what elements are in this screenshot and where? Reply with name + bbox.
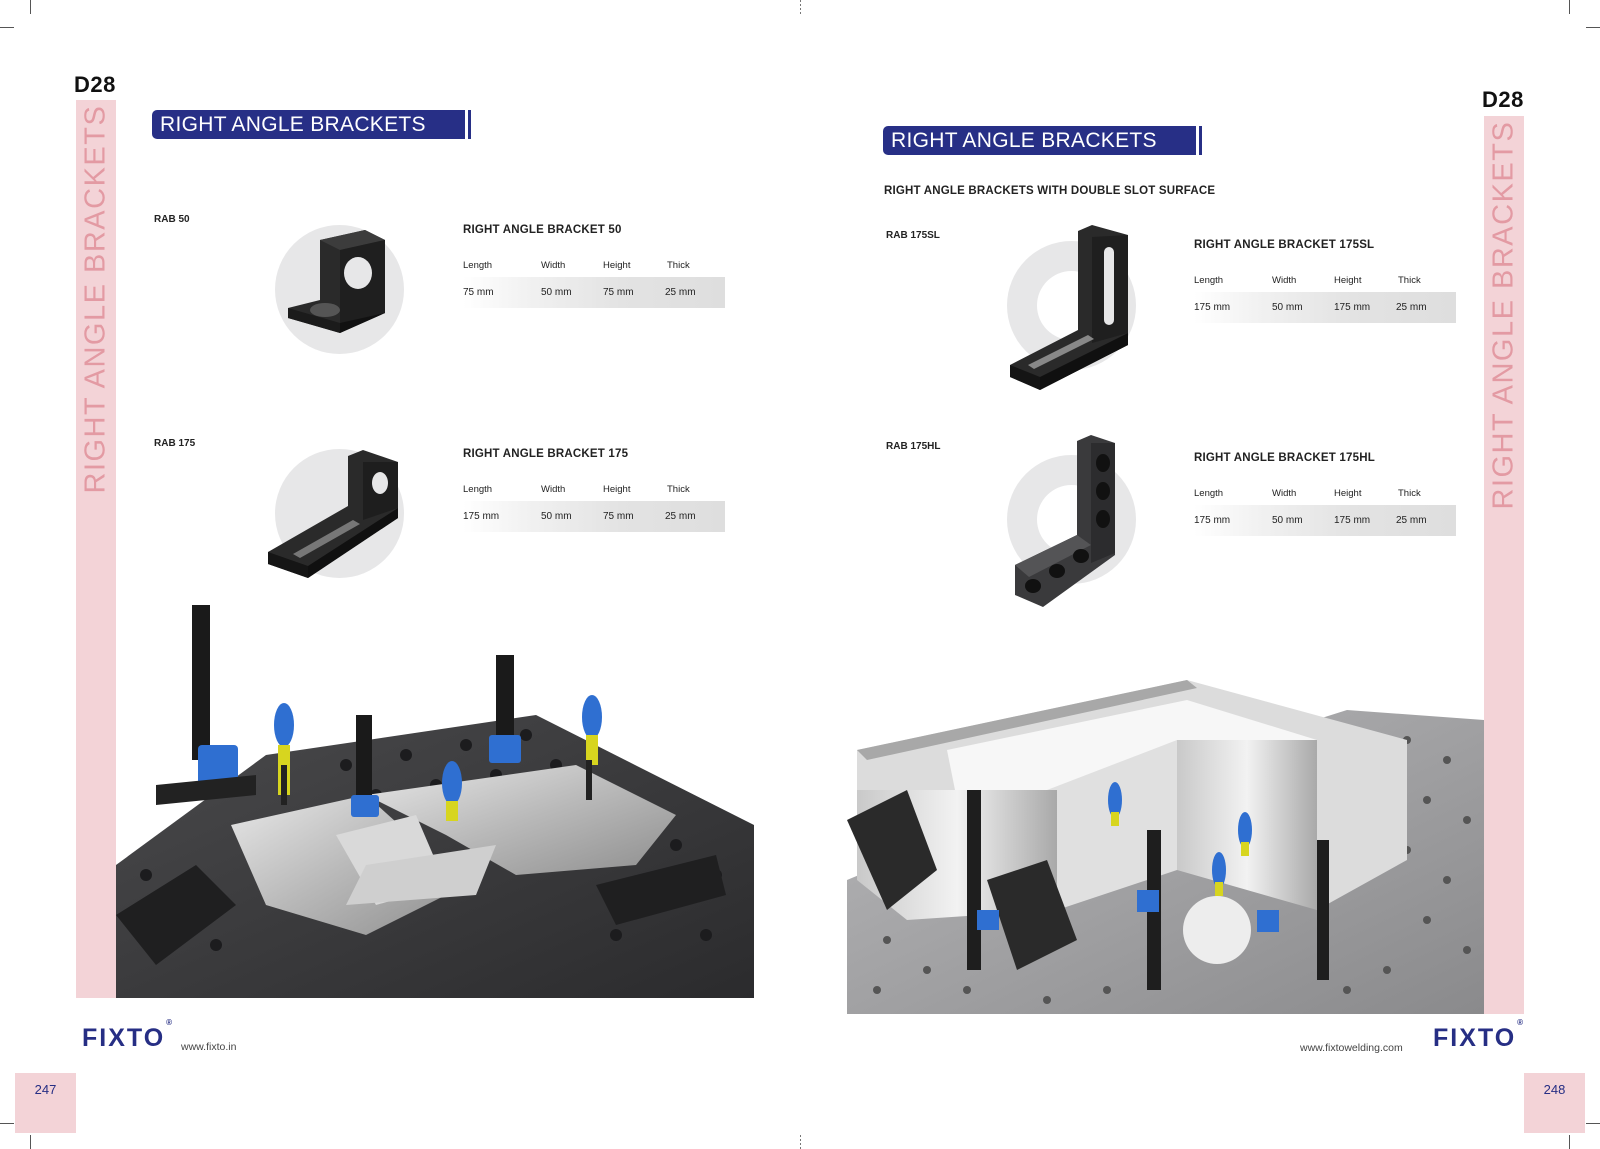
spec-value: 175 mm xyxy=(1194,515,1231,526)
welding-fixture-scene-image xyxy=(847,680,1484,1014)
crop-mark xyxy=(0,1123,14,1124)
spec-value: 50 mm xyxy=(1272,302,1303,313)
spec-title: RIGHT ANGLE BRACKET 175SL xyxy=(1194,239,1375,251)
spec-header: Width xyxy=(1272,275,1297,286)
spec-block: RIGHT ANGLE BRACKET 175 Length Width Hei… xyxy=(463,448,725,538)
fixto-logo: FIXTO® xyxy=(1433,1018,1523,1053)
crop-mark xyxy=(30,1135,31,1149)
spec-header: Thick xyxy=(667,260,690,271)
logo-text: FIXTO xyxy=(82,1024,166,1052)
side-label: RIGHT ANGLE BRACKETS xyxy=(79,104,112,494)
rab175sl-product-image xyxy=(1010,225,1128,390)
spec-block: RIGHT ANGLE BRACKET 50 Length Width Heig… xyxy=(463,224,725,314)
rab175-product-image xyxy=(268,450,398,578)
crop-mark xyxy=(1569,1135,1570,1149)
spec-header: Height xyxy=(1334,275,1362,286)
spec-value: 175 mm xyxy=(1334,302,1371,313)
crop-mark xyxy=(1586,1123,1600,1124)
spec-header: Length xyxy=(1194,275,1224,286)
website-url: www.fixtowelding.com xyxy=(1300,1042,1403,1054)
rab175hl-product-image xyxy=(1015,435,1115,607)
spec-header: Height xyxy=(1334,488,1362,499)
page-code: D28 xyxy=(74,72,116,97)
crop-mark xyxy=(0,27,14,28)
spec-header-row: Length Width Height Thick xyxy=(463,484,725,498)
spec-title: RIGHT ANGLE BRACKET 175HL xyxy=(1194,452,1375,464)
spec-value: 75 mm xyxy=(603,511,634,522)
heading-bar xyxy=(462,110,465,139)
spec-value-row: 175 mm 50 mm 175 mm 25 mm xyxy=(1194,292,1456,323)
product-code: RAB 175 xyxy=(154,438,196,449)
spec-header: Length xyxy=(1194,488,1224,499)
spec-value: 50 mm xyxy=(1272,515,1303,526)
spec-value: 25 mm xyxy=(665,511,696,522)
fixto-logo: FIXTO® xyxy=(82,1018,172,1053)
spec-value: 50 mm xyxy=(541,511,572,522)
section-subtitle: RIGHT ANGLE BRACKETS WITH DOUBLE SLOT SU… xyxy=(884,185,1216,197)
crop-mark xyxy=(800,0,801,14)
rab50-product-image xyxy=(288,230,385,333)
spec-header: Length xyxy=(463,260,493,271)
spec-header: Width xyxy=(541,260,566,271)
logo-text: FIXTO xyxy=(1433,1024,1517,1052)
spec-title: RIGHT ANGLE BRACKET 175 xyxy=(463,448,629,460)
spec-value-row: 175 mm 50 mm 175 mm 25 mm xyxy=(1194,505,1456,536)
registered-mark: ® xyxy=(166,1017,173,1027)
crop-mark xyxy=(1586,27,1600,28)
heading-bar xyxy=(468,110,471,139)
spec-value-row: 75 mm 50 mm 75 mm 25 mm xyxy=(463,277,725,308)
spec-header: Height xyxy=(603,260,631,271)
spec-value: 25 mm xyxy=(1396,515,1427,526)
crop-mark xyxy=(30,0,31,14)
spec-block: RIGHT ANGLE BRACKET 175SL Length Width H… xyxy=(1194,239,1456,329)
spec-header-row: Length Width Height Thick xyxy=(463,260,725,274)
page-number: 248 xyxy=(1524,1073,1585,1133)
spec-value: 50 mm xyxy=(541,287,572,298)
product-code: RAB 175SL xyxy=(886,230,940,241)
spec-header: Thick xyxy=(1398,488,1421,499)
spec-value: 175 mm xyxy=(463,511,500,522)
section-heading-text: RIGHT ANGLE BRACKETS xyxy=(891,129,1157,152)
page-number: 247 xyxy=(15,1073,76,1133)
heading-bar xyxy=(1199,126,1202,155)
website-url: www.fixto.in xyxy=(181,1041,237,1053)
registered-mark: ® xyxy=(1517,1017,1524,1027)
spec-block: RIGHT ANGLE BRACKET 175HL Length Width H… xyxy=(1194,452,1456,542)
spec-value: 175 mm xyxy=(1194,302,1231,313)
section-heading: RIGHT ANGLE BRACKETS xyxy=(152,110,471,139)
spec-value-row: 175 mm 50 mm 75 mm 25 mm xyxy=(463,501,725,532)
spec-value: 25 mm xyxy=(1396,302,1427,313)
spec-value: 75 mm xyxy=(603,287,634,298)
side-label: RIGHT ANGLE BRACKETS xyxy=(1487,120,1520,510)
spec-header: Thick xyxy=(1398,275,1421,286)
crop-mark xyxy=(1569,0,1570,14)
spec-header: Width xyxy=(1272,488,1297,499)
spec-title: RIGHT ANGLE BRACKET 50 xyxy=(463,224,622,236)
spec-header: Width xyxy=(541,484,566,495)
product-code: RAB 50 xyxy=(154,214,190,225)
spec-header-row: Length Width Height Thick xyxy=(1194,275,1456,289)
spec-value: 75 mm xyxy=(463,287,494,298)
spec-header: Thick xyxy=(667,484,690,495)
crop-mark xyxy=(800,1135,801,1149)
welding-fixture-scene-image xyxy=(116,605,754,998)
heading-bar xyxy=(1193,126,1196,155)
section-heading-text: RIGHT ANGLE BRACKETS xyxy=(160,113,426,136)
spec-header: Height xyxy=(603,484,631,495)
side-strip xyxy=(1484,116,1524,1014)
page-code: D28 xyxy=(1482,87,1524,112)
side-strip xyxy=(76,100,116,998)
section-heading: RIGHT ANGLE BRACKETS xyxy=(883,126,1202,155)
spec-header: Length xyxy=(463,484,493,495)
spec-value: 25 mm xyxy=(665,287,696,298)
spec-value: 175 mm xyxy=(1334,515,1371,526)
spec-header-row: Length Width Height Thick xyxy=(1194,488,1456,502)
product-code: RAB 175HL xyxy=(886,441,941,452)
